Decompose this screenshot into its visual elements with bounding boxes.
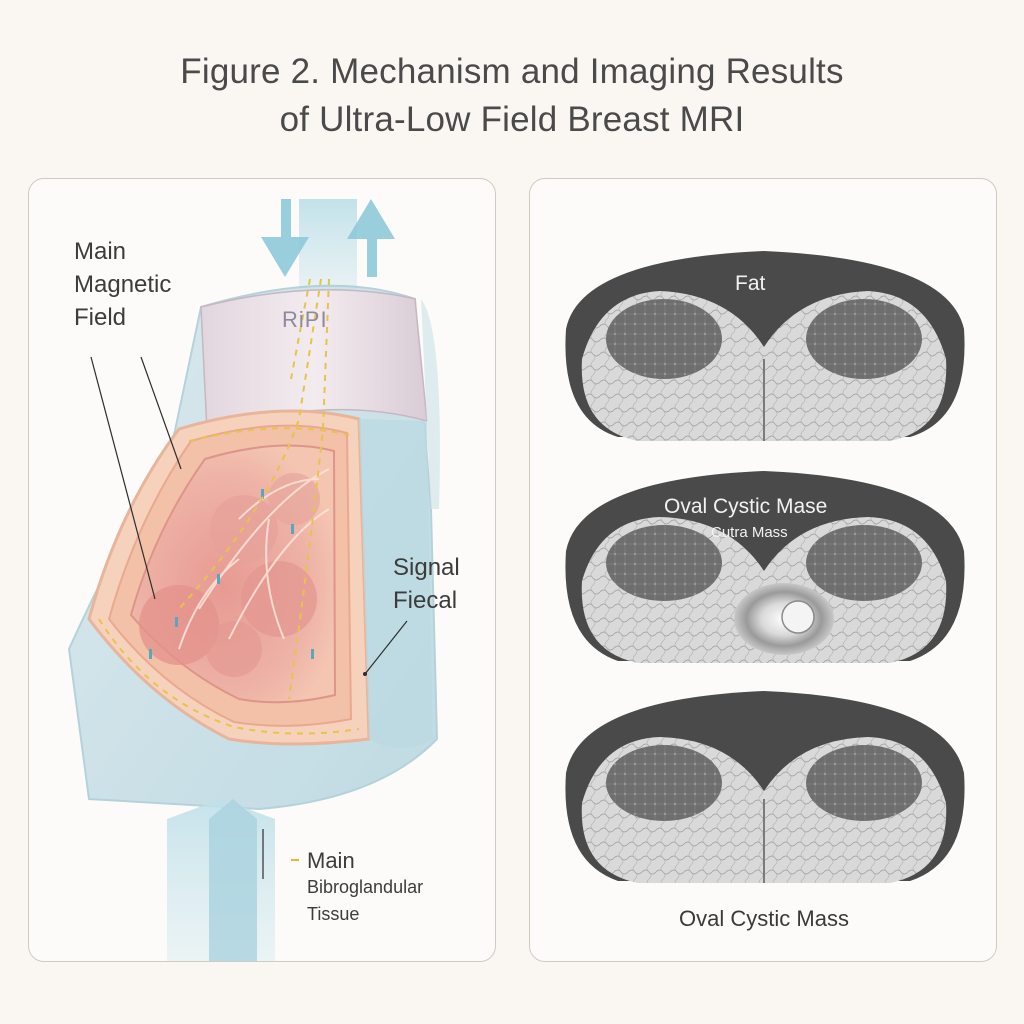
- signal-label-line-2: Fiecal: [393, 587, 458, 614]
- fibroglandular-tissue-label: Main Bibroglandular Tissue: [307, 847, 423, 928]
- main-magnetic-field-label: Main Magnetic Field: [74, 235, 171, 334]
- figure-title-line-1: Figure 2. Mechanism and Imaging Results: [180, 52, 844, 91]
- tissue-label-line-2: Bibroglandular: [307, 877, 424, 897]
- cystic-mass-sublabel: Cutra Mass: [711, 524, 788, 541]
- mri-axial-image-top: [565, 251, 965, 441]
- field-lines: [98, 278, 360, 735]
- mri-axial-image-bottom: [565, 691, 965, 883]
- cystic-mass-label: Oval Cystic Mase: [664, 495, 828, 518]
- fat-label: Fat: [735, 272, 766, 295]
- coil-edge: [421, 299, 440, 509]
- device-label: RiPI: [282, 307, 328, 332]
- up-arrow-icon: [209, 799, 257, 961]
- lobule: [268, 473, 320, 525]
- mri-axial-image-middle: [565, 471, 965, 663]
- figure-title: Figure 2. Mechanism and Imaging Results …: [0, 48, 1024, 144]
- figure-title-line-2: of Ultra-Low Field Breast MRI: [279, 100, 745, 139]
- legend-swatch: [291, 859, 299, 861]
- leader-dot: [363, 672, 367, 676]
- signal-markers: [149, 489, 314, 659]
- lobule: [241, 561, 317, 637]
- lobule: [210, 495, 278, 563]
- bottom-image-caption: Oval Cystic Mass: [679, 906, 849, 931]
- field-label-line-2: Magnetic: [74, 271, 172, 298]
- mechanism-panel: Main Magnetic Field RiPI Signal Fiecal M…: [28, 178, 496, 962]
- mri-images: [565, 251, 965, 883]
- signal-label: Signal Fiecal: [393, 551, 460, 617]
- field-label-line-1: Main: [74, 238, 127, 265]
- mechanism-illustration: [67, 199, 440, 961]
- leader-lines: [90, 356, 408, 879]
- coil-side: [359, 419, 433, 748]
- lobule: [206, 621, 262, 677]
- tissue-label-line-1: Main: [307, 848, 355, 873]
- signal-label-line-1: Signal: [393, 554, 460, 581]
- tissue-label-line-3: Tissue: [307, 904, 360, 924]
- down-arrow-icon: [261, 199, 309, 277]
- up-arrow-icon: [347, 199, 395, 277]
- field-label-line-3: Field: [74, 304, 127, 331]
- duct-network: [178, 468, 330, 650]
- imaging-results-panel: Fat Oval Cystic Mase Cutra Mass Oval Cys…: [529, 178, 997, 962]
